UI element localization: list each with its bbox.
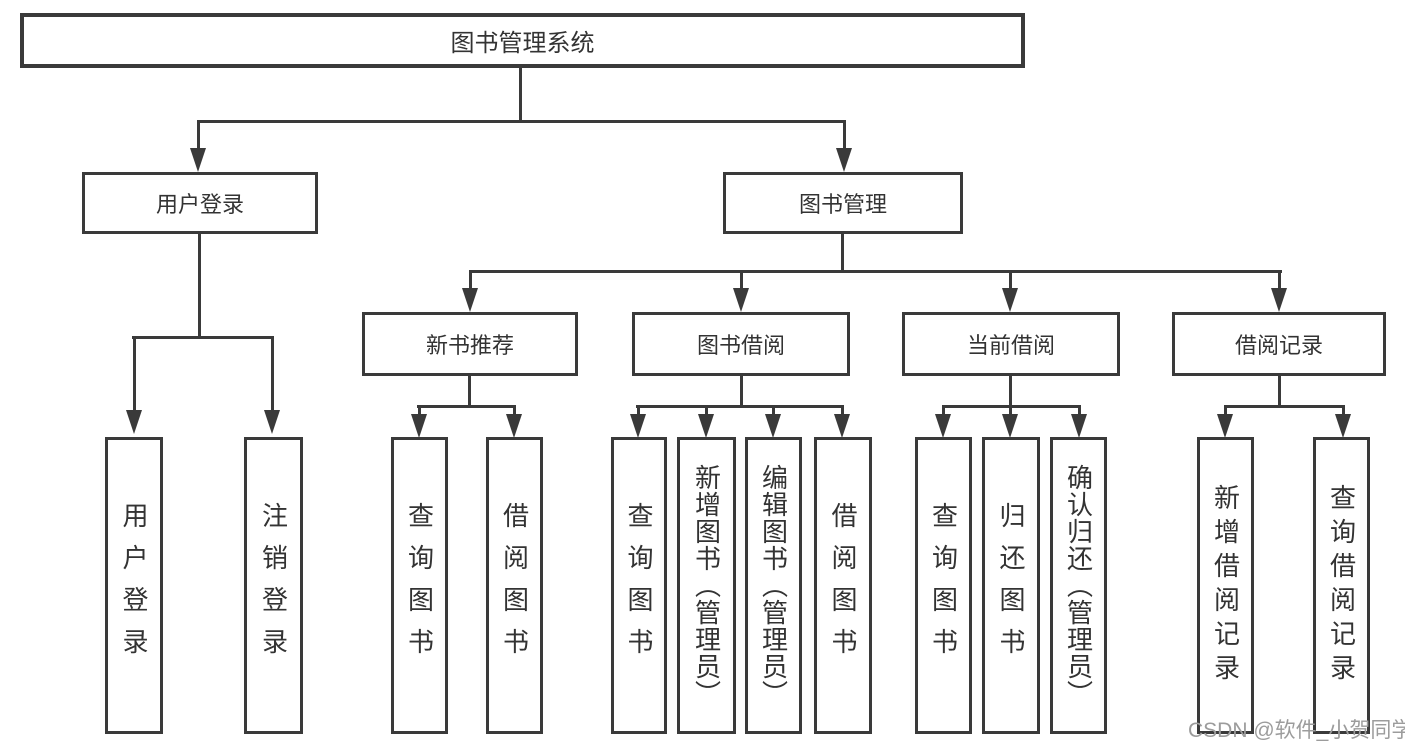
leaf-add-borrow-record: 新增借阅记录 <box>1197 437 1254 734</box>
connector-user-login-rail <box>132 336 274 339</box>
arrow-down-icon-leaf-user-login <box>126 338 142 434</box>
connector-borrowing-records-stem <box>1278 374 1281 408</box>
leaf-return-book: 归还图书 <box>982 437 1040 734</box>
leaf-query-books-3: 查询图书 <box>915 437 972 734</box>
arrow-down-icon-book-borrowing <box>733 272 749 312</box>
arrow-down-icon-leaf-logout <box>264 338 280 434</box>
arrow-down-icon-user-login <box>190 122 206 172</box>
arrow-down-icon-query-books-3 <box>935 408 951 438</box>
node-new-book-recommend: 新书推荐 <box>362 312 578 376</box>
connector-current-borrowing-rail <box>942 405 1081 408</box>
leaf-query-books-1: 查询图书 <box>391 437 448 734</box>
connector-current-borrowing-stem <box>1009 374 1012 408</box>
connector-book-borrowing-stem <box>740 374 743 408</box>
leaf-edit-book-admin: 编辑图书（管理员） <box>745 437 802 734</box>
leaf-user-login: 用户登录 <box>105 437 163 734</box>
arrow-down-icon-borrowing-records <box>1271 272 1287 312</box>
connector-book-borrowing-rail <box>636 405 844 408</box>
arrow-down-icon-borrow-books-2 <box>834 408 850 438</box>
arrow-down-icon-book-management <box>836 122 852 172</box>
connector-user-login-stem <box>198 232 201 338</box>
leaf-add-book-admin: 新增图书（管理员） <box>677 437 736 734</box>
node-borrowing-records: 借阅记录 <box>1172 312 1386 376</box>
arrow-down-icon-add-book <box>698 408 714 438</box>
connector-new-book-recommend-rail <box>417 405 516 408</box>
arrow-down-icon-return-book <box>1002 408 1018 438</box>
arrow-down-icon-borrow-books-1 <box>506 408 522 438</box>
node-user-login: 用户登录 <box>82 172 318 234</box>
node-current-borrowing: 当前借阅 <box>902 312 1120 376</box>
connector-borrowing-records-rail <box>1224 405 1345 408</box>
node-book-management: 图书管理 <box>723 172 963 234</box>
arrow-down-icon-add-borrow-record <box>1217 408 1233 438</box>
connector-root-stem <box>519 66 522 122</box>
leaf-confirm-return-admin: 确认归还（管理员） <box>1050 437 1107 734</box>
leaf-borrow-books-1: 借阅图书 <box>486 437 543 734</box>
node-library-management-system: 图书管理系统 <box>20 13 1025 68</box>
connector-root-rail <box>197 120 846 123</box>
leaf-borrow-books-2: 借阅图书 <box>814 437 872 734</box>
connector-book-management-rail <box>469 270 1282 273</box>
node-book-borrowing: 图书借阅 <box>632 312 850 376</box>
arrow-down-icon-query-books-1 <box>411 408 427 438</box>
arrow-down-icon-edit-book <box>765 408 781 438</box>
connector-book-management-stem <box>841 232 844 272</box>
arrow-down-icon-new-book-recommend <box>462 272 478 312</box>
leaf-query-books-2: 查询图书 <box>611 437 667 734</box>
leaf-query-borrow-record: 查询借阅记录 <box>1313 437 1370 734</box>
arrow-down-icon-query-books-2 <box>630 408 646 438</box>
arrow-down-icon-current-borrowing <box>1002 272 1018 312</box>
watermark: CSDN @软件_小贺同学 <box>1188 719 1405 742</box>
arrow-down-icon-query-borrow-record <box>1335 408 1351 438</box>
arrow-down-icon-confirm-return <box>1071 408 1087 438</box>
leaf-logout: 注销登录 <box>244 437 303 734</box>
connector-new-book-recommend-stem <box>468 374 471 408</box>
